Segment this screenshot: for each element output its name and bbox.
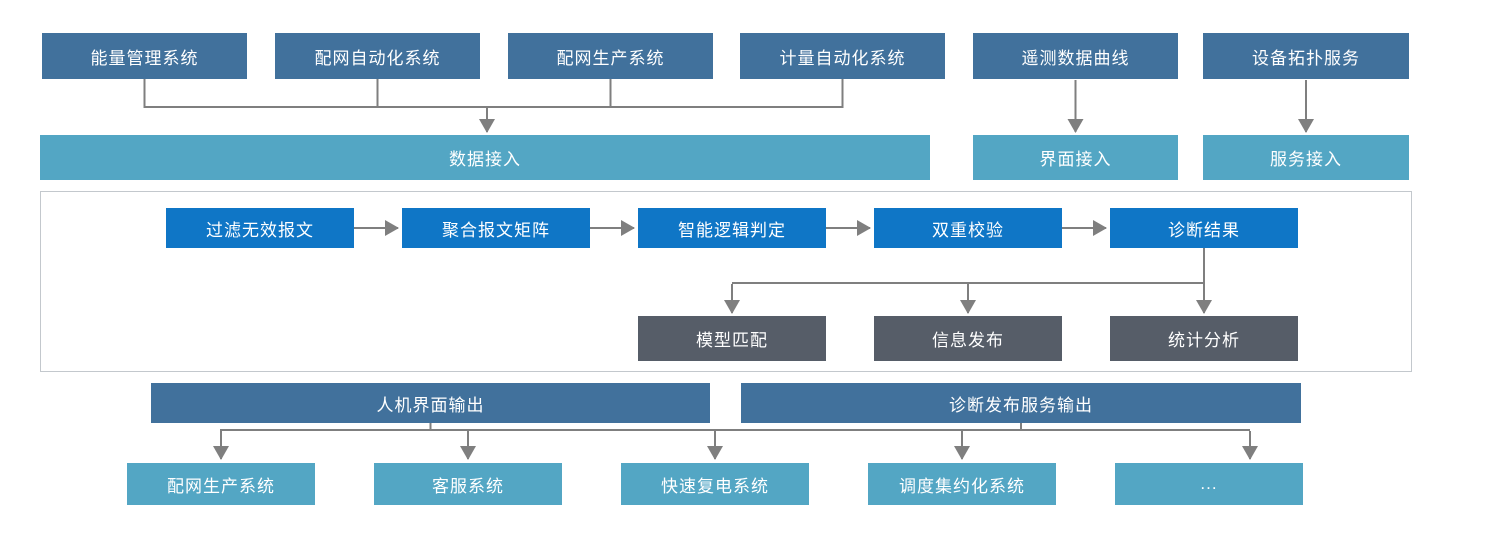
node-consumer-distribution-production-system: 配网生产系统 <box>127 463 315 505</box>
node-telemetry-data-curve: 遥测数据曲线 <box>973 33 1178 79</box>
node-device-topology-service: 设备拓扑服务 <box>1203 33 1409 79</box>
node-distribution-production-system: 配网生产系统 <box>508 33 713 79</box>
node-hmi-output: 人机界面输出 <box>151 383 710 423</box>
node-info-publishing: 信息发布 <box>874 316 1062 361</box>
connector-diagnosis-to-modules <box>724 248 1212 314</box>
node-ellipsis: ... <box>1115 463 1303 505</box>
node-ui-access: 界面接入 <box>973 135 1178 180</box>
node-distribution-automation-system: 配网自动化系统 <box>275 33 480 79</box>
node-service-access: 服务接入 <box>1203 135 1409 180</box>
connector-sources-to-data-access <box>143 79 844 133</box>
node-energy-management-system: 能量管理系统 <box>42 33 247 79</box>
node-filter-invalid-messages: 过滤无效报文 <box>166 208 354 248</box>
node-customer-service-system: 客服系统 <box>374 463 562 505</box>
node-metering-automation-system: 计量自动化系统 <box>740 33 945 79</box>
node-double-verification: 双重校验 <box>874 208 1062 248</box>
node-diagnosis-publish-service-output: 诊断发布服务输出 <box>741 383 1301 423</box>
node-model-matching: 模型匹配 <box>638 316 826 361</box>
node-statistical-analysis: 统计分析 <box>1110 316 1298 361</box>
node-aggregate-message-matrix: 聚合报文矩阵 <box>402 208 590 248</box>
node-dispatch-intensive-system: 调度集约化系统 <box>868 463 1056 505</box>
node-data-access: 数据接入 <box>40 135 930 180</box>
node-rapid-power-restoration-system: 快速复电系统 <box>621 463 809 505</box>
connector-outputs-to-consumers <box>213 423 1258 460</box>
node-intelligent-logic-judgment: 智能逻辑判定 <box>638 208 826 248</box>
node-diagnosis-result: 诊断结果 <box>1110 208 1298 248</box>
